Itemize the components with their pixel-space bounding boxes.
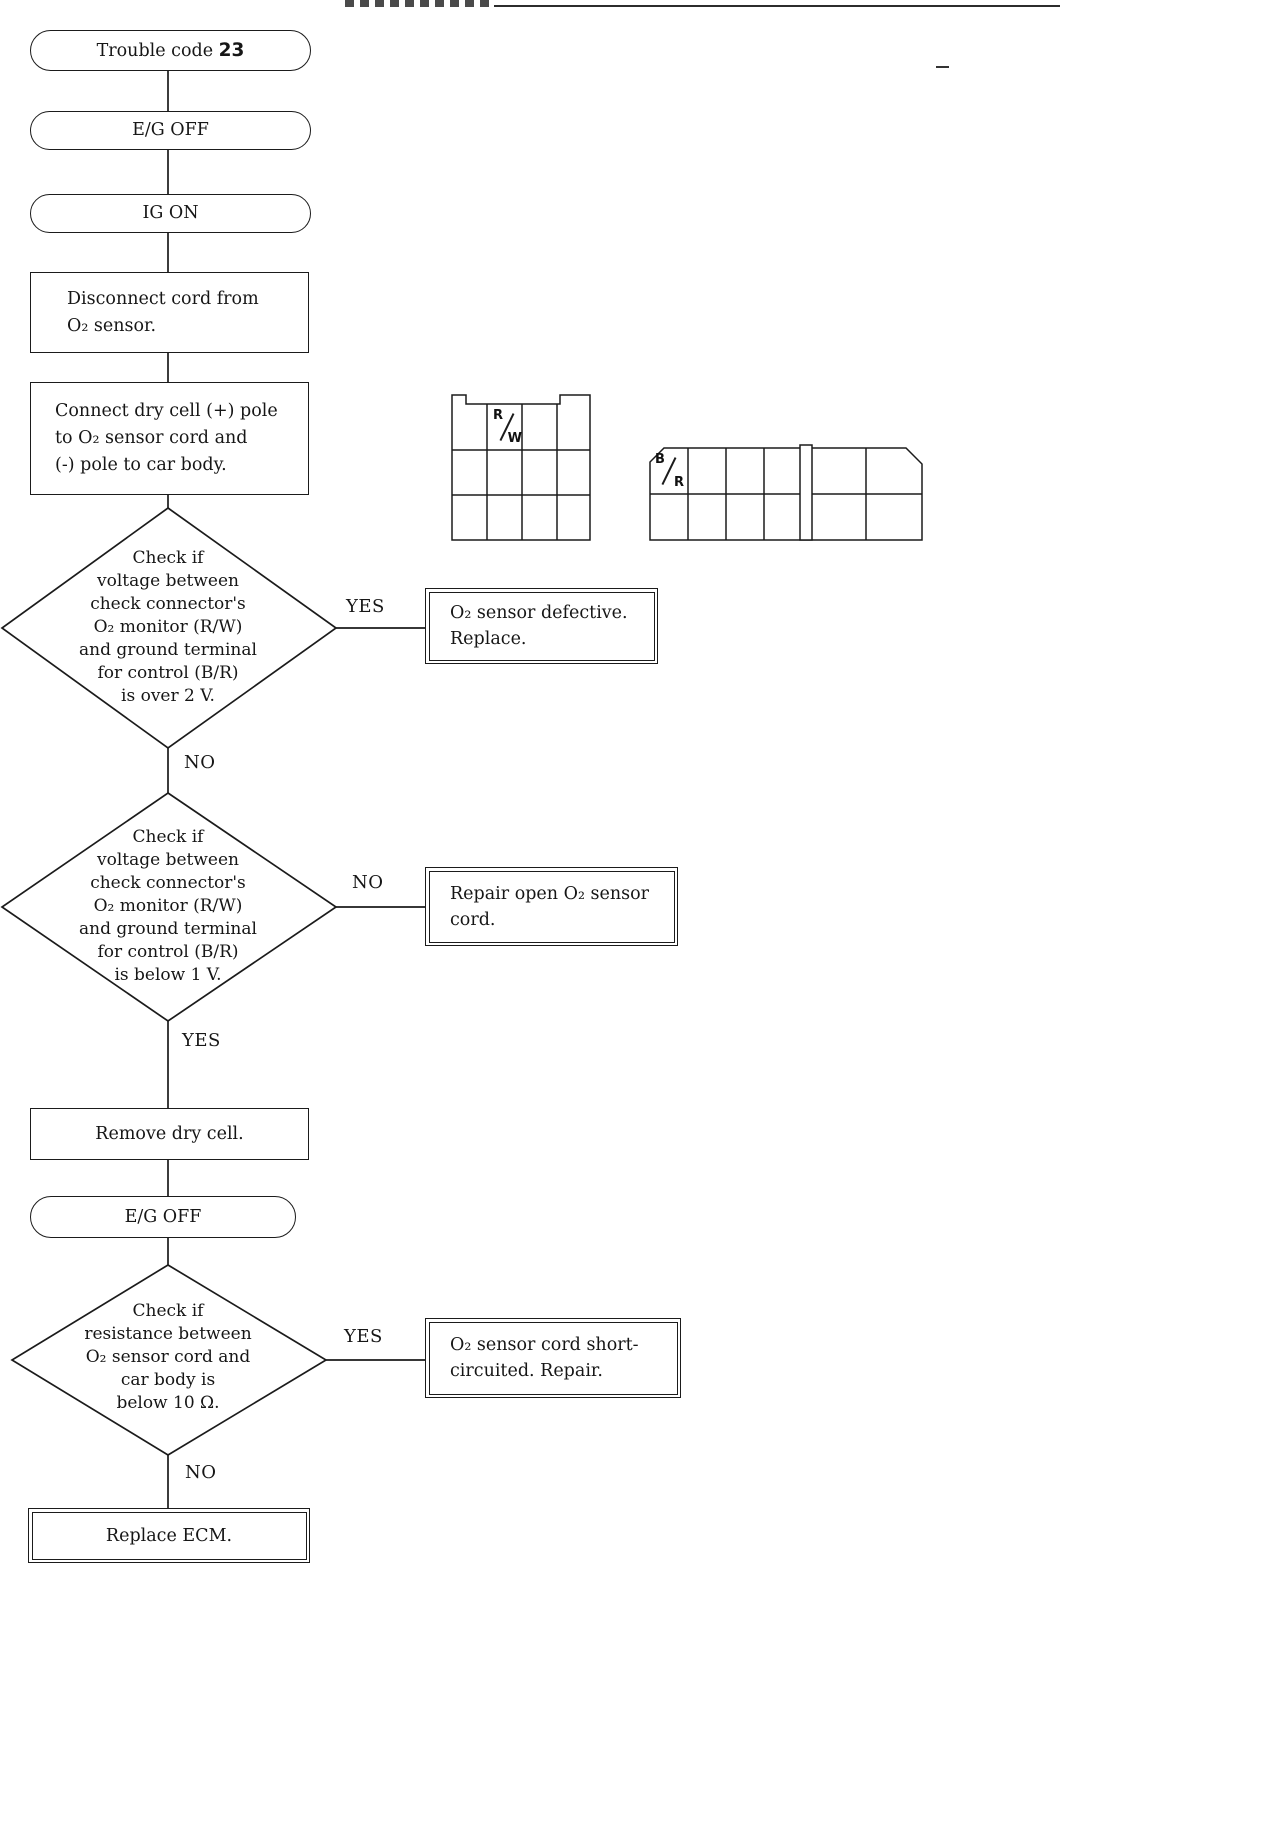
result-repair-open-cord-text: Repair open O₂ sensor cord. xyxy=(450,883,650,930)
node-connect-dry-cell: Connect dry cell (+) pole to O₂ sensor c… xyxy=(30,382,309,495)
decision-2-text: Check if voltage between check connector… xyxy=(79,827,257,985)
remove-dry-cell-text: Remove dry cell. xyxy=(95,1123,244,1144)
eg-off-2-label: E/G OFF xyxy=(124,1206,202,1227)
node-ig-on: IG ON xyxy=(30,194,311,233)
ig-on-label: IG ON xyxy=(142,203,199,223)
node-remove-dry-cell: Remove dry cell. xyxy=(30,1108,309,1160)
decision-1-no-label: NO xyxy=(184,752,216,773)
connector-1-pin-top: R xyxy=(493,408,504,423)
node-disconnect-cord: Disconnect cord from O₂ sensor. xyxy=(30,272,309,353)
connector-2-pin-bottom: R xyxy=(673,475,684,490)
decision-2-no-label: NO xyxy=(352,872,384,893)
decision-3-yes-label: YES xyxy=(344,1326,383,1347)
page-header-artifact xyxy=(345,0,493,7)
connector-diagram-1 xyxy=(451,394,591,541)
node-eg-off-2: E/G OFF xyxy=(30,1196,296,1238)
flow-edges xyxy=(167,70,425,1508)
connector-2-key-slot xyxy=(799,444,813,541)
stray-dash-mark xyxy=(936,66,949,69)
node-eg-off-1: E/G OFF xyxy=(30,111,311,150)
trouble-code-label: Trouble code 23 xyxy=(96,39,245,61)
eg-off-1-label: E/G OFF xyxy=(132,120,209,140)
connector-1-pin-bottom: W xyxy=(507,431,522,446)
page-header-rule xyxy=(494,5,1060,8)
connector-2-pin-top: B xyxy=(655,452,665,467)
connector-2-pin-label: B R xyxy=(654,452,684,490)
replace-ecm-text: Replace ECM. xyxy=(105,1525,233,1546)
node-replace-ecm: Replace ECM. xyxy=(28,1508,310,1563)
result-sensor-defective-text: O₂ sensor defective. Replace. xyxy=(450,603,628,649)
decision-2-yes-label: YES xyxy=(182,1030,221,1051)
decision-3-diamond xyxy=(10,1264,328,1456)
decision-1-text: Check if voltage between check connector… xyxy=(79,548,257,706)
decision-2-diamond xyxy=(0,791,338,1023)
connect-dry-cell-text: Connect dry cell (+) pole to O₂ sensor c… xyxy=(55,401,278,475)
connector-1-pin-label: R W xyxy=(492,408,522,446)
disconnect-cord-text: Disconnect cord from O₂ sensor. xyxy=(67,288,259,336)
result-cord-short-circuited: O₂ sensor cord short- circuited. Repair. xyxy=(425,1318,681,1398)
connector-diagram-2 xyxy=(649,444,923,541)
result-cord-short-circuited-text: O₂ sensor cord short- circuited. Repair. xyxy=(450,1335,639,1381)
decision-3-no-label: NO xyxy=(185,1462,217,1483)
decision-1-diamond xyxy=(0,506,338,750)
decision-1-yes-label: YES xyxy=(346,596,385,617)
node-trouble-code: Trouble code 23 xyxy=(30,30,311,71)
result-sensor-defective: O₂ sensor defective. Replace. xyxy=(425,588,658,664)
result-repair-open-cord: Repair open O₂ sensor cord. xyxy=(425,867,678,946)
decision-3-text: Check if resistance between O₂ sensor co… xyxy=(84,1301,252,1413)
